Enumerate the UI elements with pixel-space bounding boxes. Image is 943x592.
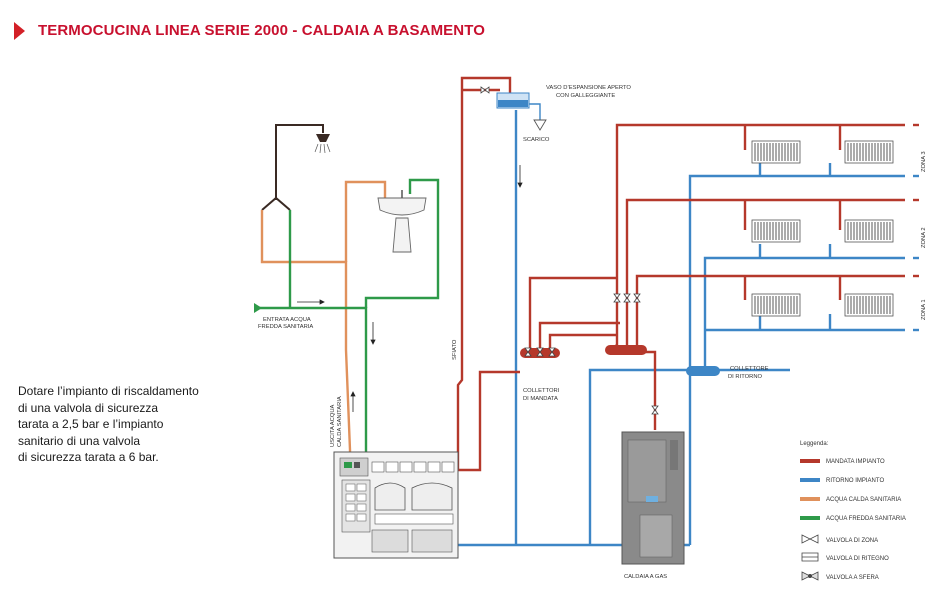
label-vaso-2: CON GALLEGGIANTE: [556, 93, 615, 99]
legend-label: VALVOLA DI ZONA: [826, 538, 878, 544]
label-caldaia: CALDAIA A GAS: [624, 574, 667, 580]
washbasin-icon: [377, 190, 427, 253]
legend-label: VALVOLA DI RITEGNO: [826, 556, 889, 562]
legend: Leggenda: MANDATA IMPIANTO RITORNO IMPIA…: [800, 441, 906, 581]
legend-label: VALVOLA A SFERA: [826, 575, 879, 581]
label-sfiato: SFIATO: [452, 339, 458, 360]
legend-title: Leggenda:: [800, 441, 829, 447]
description-line: sanitario di una valvola: [18, 433, 141, 448]
label-zona-1: ZONA 1: [921, 299, 927, 320]
label-entrata-1: ENTRATA ACQUA: [263, 317, 311, 323]
check-valve-icon: [801, 552, 819, 562]
shower-head-icon: [314, 134, 331, 154]
legend-label: ACQUA CALDA SANITARIA: [826, 497, 901, 503]
return-manifold: [686, 366, 720, 376]
legend-item: ACQUA CALDA SANITARIA: [800, 497, 901, 503]
title-marker: [14, 22, 25, 40]
description-line: di una valvola di sicurezza: [18, 400, 159, 415]
label-collettori-1: COLLETTORI: [523, 388, 560, 394]
legend-label: RITORNO IMPIANTO: [826, 478, 884, 484]
legend-label: MANDATA IMPIANTO: [826, 459, 885, 465]
page-title: TERMOCUCINA LINEA SERIE 2000 - CALDAIA A…: [38, 22, 485, 39]
legend-item: ACQUA FREDDA SANITARIA: [800, 516, 906, 522]
description-line: Dotare l’impianto di riscaldamento: [18, 384, 199, 398]
label-collettore-ritorno-1: COLLETTORE: [730, 366, 769, 372]
legend-item: VALVOLA A SFERA: [801, 571, 879, 581]
legend-item: RITORNO IMPIANTO: [800, 478, 884, 484]
sanitary-water-circuit: ENTRATA ACQUA FREDDA SANITARIA USCITA AC…: [254, 124, 523, 458]
label-uscita-2: CALDA SANITARIA: [337, 396, 343, 447]
inlet-arrow-icon: [254, 303, 262, 313]
gas-boiler: CALDAIA A GAS: [621, 431, 685, 580]
legend-label: ACQUA FREDDA SANITARIA: [826, 516, 906, 522]
legend-item: VALVOLA DI ZONA: [801, 534, 878, 544]
label-collettore-ritorno-2: DI RITORNO: [728, 374, 763, 380]
label-collettori-2: DI MANDATA: [523, 396, 558, 402]
description-line: di sicurezza tarata a 6 bar.: [18, 450, 159, 464]
label-uscita-1: USCITA ACQUA: [330, 404, 336, 447]
radiators: [751, 140, 894, 317]
label-zona-3: ZONA 3: [921, 151, 927, 172]
label-entrata-2: FREDDA SANITARIA: [258, 324, 313, 330]
legend-item: VALVOLA DI RITEGNO: [801, 552, 889, 562]
label-vaso-1: VASO D’ESPANSIONE APERTO: [546, 85, 631, 91]
wood-cooker-stove: [333, 451, 459, 559]
zone-valve-icon: [801, 534, 819, 544]
label-scarico: SCARICO: [523, 137, 550, 143]
description-text: Dotare l’impianto di riscaldamento di un…: [18, 383, 248, 466]
expansion-vent-circuit: VASO D’ESPANSIONE APERTO CON GALLEGGIANT…: [452, 76, 631, 545]
description-line: tarata a 2,5 bar e l’impianto: [18, 417, 164, 431]
supply-manifold-upper: [605, 345, 647, 355]
drain-funnel-icon: [533, 119, 547, 131]
expansion-tank-icon: [496, 92, 530, 109]
legend-item: MANDATA IMPIANTO: [800, 459, 885, 465]
label-zona-2: ZONA 2: [921, 227, 927, 248]
